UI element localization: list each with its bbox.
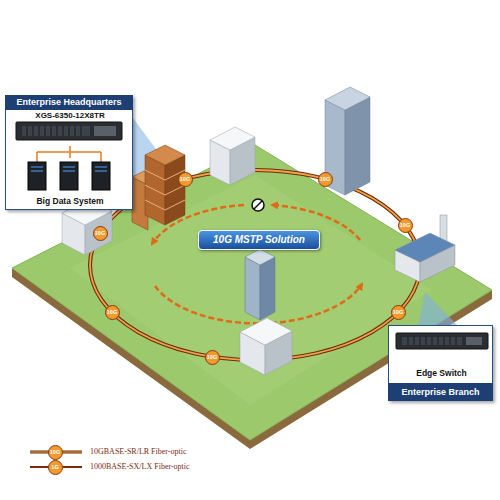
branch-callout: Enterprise Branch Edge Switch [388, 325, 493, 401]
callout-pointer [418, 292, 458, 326]
legend-text: 1000BASE-SX/LX Fiber-optic [90, 462, 190, 472]
switch-ports [22, 126, 90, 136]
switch-ports [27, 126, 81, 136]
edge-switch: Edge Switch [393, 330, 490, 380]
legend-line-sample [30, 451, 82, 454]
window-rows [145, 170, 185, 210]
fiber-ring [90, 170, 420, 360]
building [240, 318, 292, 345]
blocked-symbol [252, 199, 264, 211]
legend-line-sample [30, 451, 82, 452]
node-text: 10G MSTP Solution [199, 231, 319, 249]
server-icon [28, 162, 46, 190]
node-text: XGS-6350-12X8TR [11, 110, 129, 121]
server-lights [31, 167, 107, 171]
server-link [100, 152, 102, 162]
blocked-symbol [254, 201, 262, 209]
hq-callout: Enterprise HeadquartersXGS-6350-12X8TR Bi… [5, 95, 133, 210]
edge-switch-ports [466, 337, 482, 345]
server-icon [92, 162, 110, 190]
legend-line-sample [30, 466, 82, 468]
solution-badge: 10G MSTP Solution [198, 230, 320, 250]
tower-building [260, 257, 275, 320]
factory-roof [395, 233, 455, 262]
node-text: Enterprise Headquarters [5, 95, 133, 110]
tower-building [325, 87, 370, 110]
fiber-ring-core [90, 170, 420, 360]
server-link [36, 152, 38, 162]
tower-building [325, 100, 345, 195]
server-icon [60, 162, 78, 190]
tower-building [345, 97, 370, 195]
server-group: Big Data System [11, 158, 129, 208]
legend-text: 10GBASE-SR/LR Fiber-optic [90, 447, 187, 457]
fiber-link [69, 146, 71, 158]
edge-switch-ports [408, 337, 456, 345]
tower-building [245, 249, 275, 265]
switch-chassis [16, 122, 122, 140]
hq-building [145, 145, 185, 165]
edge-switch-ports [402, 337, 462, 345]
server-link [37, 151, 101, 153]
building [210, 127, 255, 150]
tower-building [245, 257, 260, 320]
node-text: Enterprise Branch [388, 383, 493, 401]
node-text: Big Data System [11, 196, 129, 207]
node-text: Edge Switch [393, 368, 490, 379]
edge-switch-chassis [396, 333, 488, 349]
switch-ports [94, 126, 116, 136]
core-switch: XGS-6350-12X8TR [11, 110, 129, 146]
